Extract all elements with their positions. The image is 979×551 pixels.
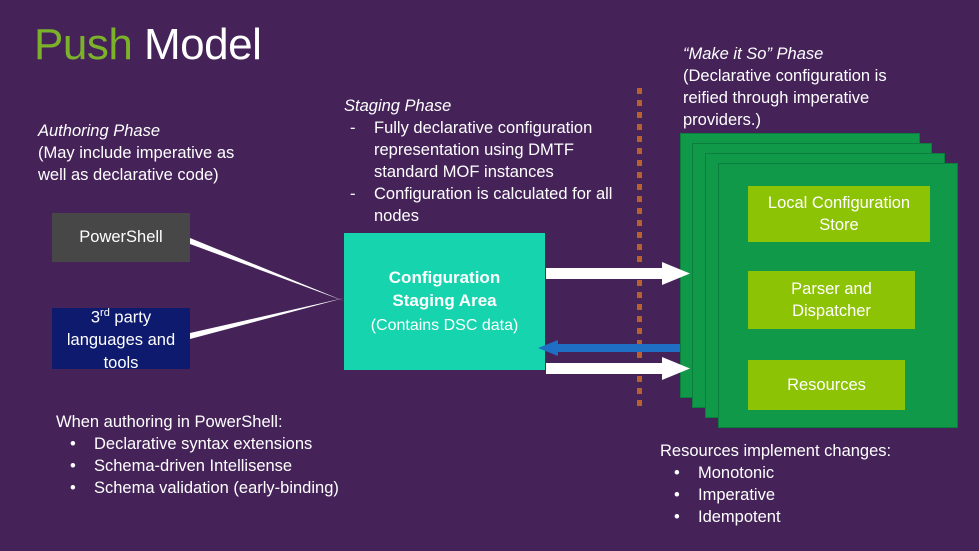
lcs-line1: Local Configuration <box>767 194 911 212</box>
authoring-phase-subtext: (May include imperative as well as decla… <box>38 144 235 184</box>
third-party-num: 3 <box>90 308 101 327</box>
third-party-line3: tools <box>103 354 139 373</box>
makeitso-footer-item: • Monotonic <box>660 462 979 484</box>
list-marker: • <box>674 464 680 482</box>
authoring-footer-block: When authoring in PowerShell: • Declarati… <box>56 411 476 499</box>
makeitso-footer-item-label: Monotonic <box>698 464 775 482</box>
makeitso-footer-heading: Resources implement changes: <box>660 442 892 460</box>
make-it-so-phase-block: “Make it So” Phase (Declarative configur… <box>683 43 963 131</box>
list-marker: • <box>674 486 680 504</box>
makeitso-footer-item-label: Idempotent <box>698 508 781 526</box>
list-marker: • <box>674 508 680 526</box>
link-powershell-to-staging <box>190 238 344 301</box>
makeitso-footer-block: Resources implement changes: •Monotonic•… <box>660 440 979 528</box>
authoring-phase-block: Authoring Phase (May include imperative … <box>38 120 298 186</box>
staging-box-title-line2: Staging Area <box>392 291 497 310</box>
makeitso-footer-list: • Monotonic • Imperative • Idempotent <box>660 462 979 528</box>
powershell-box-label: PowerShell <box>79 228 163 246</box>
staging-phase-item: -Configuration is calculated for all nod… <box>344 183 634 227</box>
title-accent-word: Push <box>34 20 133 69</box>
makeitso-footer-item: • Idempotent <box>660 506 979 528</box>
authoring-footer-item-label: Schema-driven Intellisense <box>94 457 293 475</box>
authoring-footer-item-label: Schema validation (early-binding) <box>94 479 339 497</box>
node-panel-1[interactable]: Local Configuration Store Parser and Dis… <box>718 163 958 428</box>
staging-box-subtitle: (Contains DSC data) <box>370 317 519 334</box>
list-marker: • <box>70 457 76 475</box>
third-party-languages-box[interactable]: 3rd party languages and tools <box>52 307 190 372</box>
link-thirdparty-to-staging <box>190 298 344 339</box>
staging-phase-heading: Staging Phase <box>344 97 452 115</box>
authoring-footer-list: • Declarative syntax extensions • Schema-dr… <box>56 433 476 499</box>
page-title: Push Model <box>34 16 262 74</box>
resources-label: Resources <box>787 376 866 394</box>
staging-phase-item-label: Fully declarative configuration represen… <box>374 119 593 181</box>
arrow-nodes-to-staging-blue <box>538 340 680 356</box>
third-party-box-label: 3rd party languages and tools <box>67 302 175 376</box>
authoring-phase-heading: Authoring Phase <box>38 122 161 140</box>
local-configuration-store-box[interactable]: Local Configuration Store <box>748 186 930 242</box>
list-marker: - <box>350 119 356 137</box>
authoring-footer-item: • Declarative syntax extensions <box>56 433 476 455</box>
staging-phase-item: -Fully declarative configuration represe… <box>344 117 634 183</box>
title-rest-word: Model <box>144 20 262 69</box>
staging-phase-item-label: Configuration is calculated for all node… <box>374 185 613 225</box>
third-party-ordinal-suffix: rd <box>100 306 110 319</box>
authoring-footer-item: • Schema-driven Intellisense <box>56 455 476 477</box>
phase-divider-dashed-line <box>637 88 642 408</box>
makeitso-footer-item: • Imperative <box>660 484 979 506</box>
list-marker: • <box>70 435 76 453</box>
parser-and-dispatcher-box[interactable]: Parser and Dispatcher <box>748 271 915 329</box>
make-it-so-heading: “Make it So” Phase <box>683 45 824 63</box>
staging-box-title-line1: Configuration <box>388 268 501 287</box>
staging-phase-block: Staging Phase -Fully declarative configu… <box>344 95 634 227</box>
parser-line2: Dispatcher <box>792 302 871 320</box>
arrow-staging-to-nodes-top <box>546 262 690 285</box>
staging-phase-list: -Fully declarative configuration represe… <box>344 117 634 227</box>
make-it-so-subtext: (Declarative configuration is reified th… <box>683 67 887 129</box>
configuration-staging-area-box[interactable]: Configuration Staging Area (Contains DSC… <box>344 233 545 370</box>
parser-line1: Parser and <box>791 280 872 298</box>
resources-box[interactable]: Resources <box>748 360 905 410</box>
arrow-staging-to-nodes-bottom <box>546 357 690 380</box>
authoring-footer-item: • Schema validation (early-binding) <box>56 477 476 499</box>
authoring-footer-heading: When authoring in PowerShell: <box>56 413 283 431</box>
list-marker: • <box>70 479 76 497</box>
authoring-footer-item-label: Declarative syntax extensions <box>94 435 313 453</box>
third-party-word-party: party <box>109 308 152 327</box>
third-party-line2: languages and <box>66 331 176 350</box>
powershell-box[interactable]: PowerShell <box>52 213 190 262</box>
makeitso-footer-item-label: Imperative <box>698 486 776 504</box>
list-marker: - <box>350 185 356 203</box>
lcs-line2: Store <box>819 216 859 234</box>
